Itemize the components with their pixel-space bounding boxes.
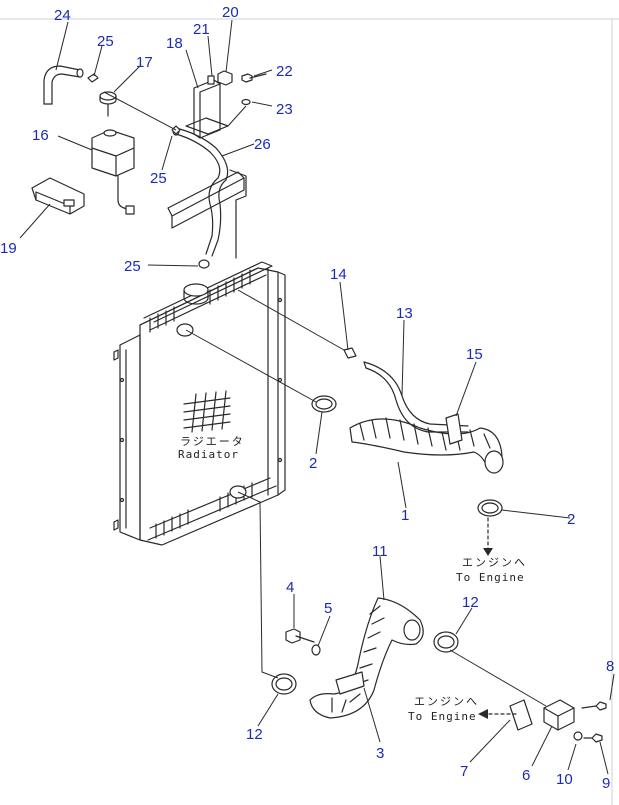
gasket-7 (509, 699, 533, 731)
callout-11: 11 (372, 543, 388, 560)
callout-7: 7 (460, 763, 468, 780)
hose-clamp-12-left (271, 673, 297, 695)
tank-cap (99, 91, 117, 117)
radiator-assembly: ラジエータ Radiator (113, 261, 286, 546)
callout-2-upper: 2 (309, 455, 317, 472)
leader-lines (19, 19, 615, 775)
to-engine-jp-upper: エンジンへ (462, 556, 527, 569)
lower-hose-bracket (335, 671, 365, 695)
tank-bracket (31, 177, 85, 215)
washer-23 (241, 98, 251, 106)
clip-lower (198, 259, 210, 269)
hose-clamp-right (477, 499, 503, 517)
callout-3: 3 (376, 745, 384, 762)
upper-radiator-hose (349, 417, 504, 474)
nut-21 (207, 75, 215, 85)
bolt-9 (591, 733, 603, 743)
callout-2-right: 2 (567, 511, 575, 528)
callout-15: 15 (466, 346, 483, 363)
outlet-connector (509, 699, 575, 731)
callout-25-lower: 25 (124, 258, 141, 275)
overflow-hose (43, 65, 84, 105)
bolt-22 (241, 73, 253, 83)
callout-16: 16 (32, 127, 49, 144)
callout-18: 18 (166, 35, 183, 52)
clip-14 (343, 347, 357, 359)
callout-14: 14 (330, 266, 347, 283)
callout-25-top: 25 (97, 33, 114, 50)
radiator-label-jp: ラジエータ (180, 435, 245, 448)
reserve-tank (91, 129, 135, 215)
callout-26: 26 (254, 136, 271, 153)
callout-6: 6 (522, 767, 530, 784)
callout-24: 24 (54, 7, 71, 24)
callout-4: 4 (286, 579, 294, 596)
callout-23: 23 (276, 101, 293, 118)
mounting-bracket (185, 79, 229, 139)
bolt-4 (285, 628, 315, 644)
page-frame (0, 18, 619, 805)
upper-support-frame (167, 169, 247, 259)
washer-10 (573, 731, 583, 741)
callout-19: 19 (0, 240, 17, 257)
callout-21: 21 (193, 21, 210, 38)
bolts-right (573, 701, 607, 743)
to-engine-en-upper: To Engine (456, 571, 525, 584)
pipe-clamp (445, 413, 463, 445)
arrow-to-engine-upper (483, 517, 493, 556)
callout-9: 9 (602, 775, 610, 792)
clip-top (87, 73, 99, 83)
callout-12-left: 12 (246, 726, 263, 743)
small-fasteners (207, 70, 267, 106)
washer-5 (311, 644, 321, 656)
to-engine-en-lower: To Engine (408, 710, 477, 723)
callout-1: 1 (401, 507, 409, 524)
radiator-grid-symbol (183, 390, 231, 433)
radiator-label-en: Radiator (178, 448, 239, 461)
breather-pipe (363, 361, 469, 433)
callout-10: 10 (556, 771, 573, 788)
callout-12-right: 12 (462, 594, 479, 611)
callout-22: 22 (276, 63, 293, 80)
callout-17: 17 (136, 54, 153, 71)
callout-20: 20 (222, 4, 239, 21)
nut-20 (217, 70, 233, 86)
callout-8: 8 (606, 658, 614, 675)
callout-25-middle: 25 (150, 170, 167, 187)
hose-clamp-upper (311, 395, 337, 413)
arrow-to-engine-lower (478, 709, 517, 719)
callout-5: 5 (324, 600, 332, 617)
hose-clamp-12-right (433, 631, 459, 653)
callouts: 24 25 17 18 21 20 22 23 16 25 26 19 25 1… (0, 4, 614, 792)
callout-13: 13 (396, 305, 413, 322)
to-engine-jp-lower: エンジンへ (414, 695, 479, 708)
bolt-8 (595, 701, 607, 711)
